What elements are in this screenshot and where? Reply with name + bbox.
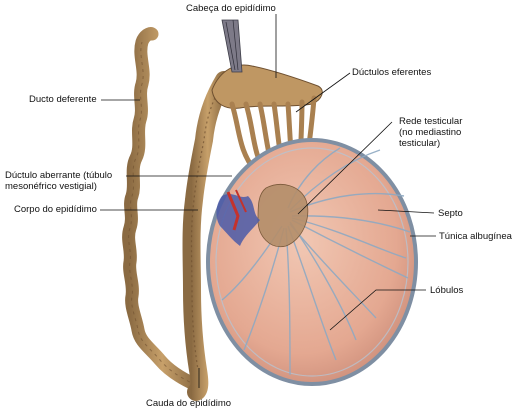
label-cauda-do-epididimo: Cauda do epidídimo	[146, 398, 232, 409]
label-ductulo-aberrante: Dúctulo aberrante (túbulo mesonéfrico ve…	[5, 170, 113, 192]
label-corpo-do-epididimo: Corpo do epidídimo	[14, 204, 97, 215]
vessels-shape	[216, 189, 260, 246]
label-ductulos-eferentes: Dúctulos eferentes	[352, 67, 432, 78]
label-septo: Septo	[438, 208, 463, 219]
label-ducto-deferente: Ducto deferente	[29, 94, 97, 105]
label-cabeca-do-epididimo: Cabeça do epidídimo	[186, 3, 276, 14]
spermatic-vessels-shape	[221, 19, 243, 73]
testis-shape	[206, 138, 418, 386]
epididymis-head-shape	[211, 64, 323, 109]
leader-lines	[100, 14, 436, 388]
rete-testis-shape	[257, 184, 309, 248]
label-tunica-albuginea: Túnica albugínea	[439, 231, 512, 242]
label-lobulos: Lóbulos	[430, 285, 464, 296]
label-rede-testicular: Rede testicular (no mediastino testicula…	[399, 116, 463, 149]
